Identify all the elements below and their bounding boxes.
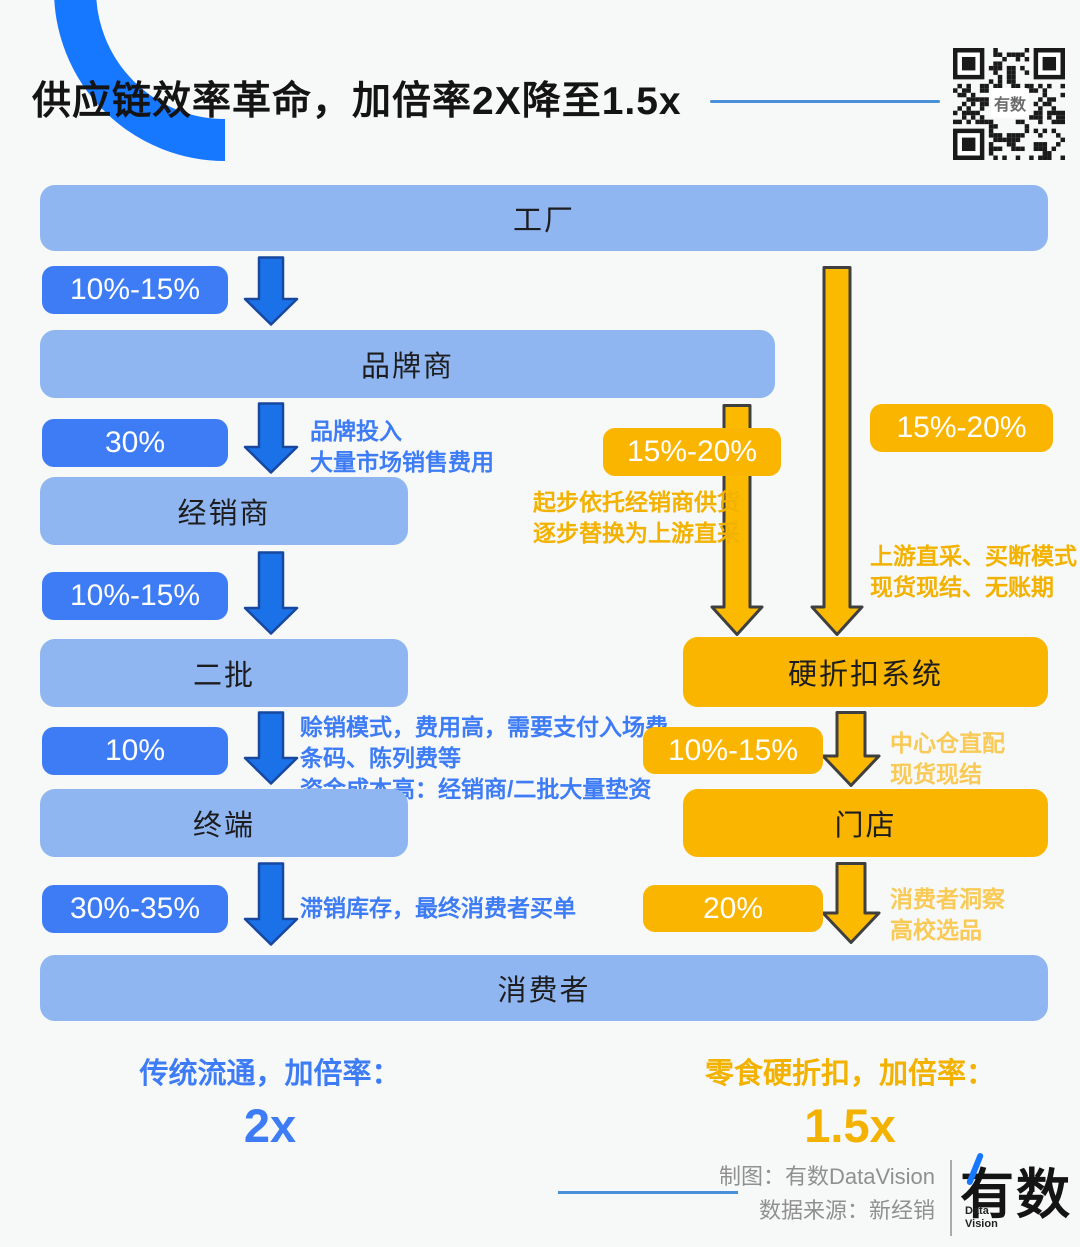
arrow-dealer-to-secondbatch [241, 551, 301, 640]
qr-code: 有数 [953, 45, 1065, 163]
footer-credits: 制图：有数DataVision 数据来源：新经销 [560, 1160, 935, 1228]
arrow-factory-to-brand [241, 256, 301, 331]
note-brand-investment: 品牌投入 大量市场销售费用 [310, 418, 494, 476]
badge-margin-2: 30% [42, 419, 228, 467]
arrow-factory-to-harddiscount [808, 266, 866, 641]
node-second-batch: 二批 [40, 639, 408, 707]
title-underline [710, 100, 940, 103]
qr-center-logo: 有数 [991, 88, 1029, 118]
arrow-secondbatch-to-terminal [241, 711, 301, 790]
summary-traditional: 传统流通，加倍率： 2x [40, 1050, 500, 1153]
badge-margin-4: 10% [42, 727, 228, 775]
note-central-warehouse: 中心仓直配 现货现结 [890, 730, 1005, 788]
corner-arc-decoration [54, 0, 280, 161]
note-unsold-inventory: 滞销库存，最终消费者买单 [300, 895, 576, 921]
note-consumer-insight: 消费者洞察 高校选品 [890, 886, 1005, 944]
brand-logo: 有数 [960, 1165, 1072, 1225]
footer-divider [950, 1160, 952, 1236]
summary-harddiscount: 零食硬折扣，加倍率： 1.5x [620, 1050, 1080, 1153]
node-dealer: 经销商 [40, 477, 408, 545]
badge-margin-1: 10%-15% [42, 266, 228, 314]
badge-margin-right-2: 15%-20% [870, 404, 1053, 452]
summary-traditional-value: 2x [243, 1099, 297, 1152]
node-hard-discount-system: 硬折扣系统 [683, 637, 1048, 707]
brand-logo-subtext: Data Vision [965, 1205, 998, 1230]
note-start-with-dealers: 起步依托经销商供货 逐步替换为上游直采 [533, 489, 740, 547]
summary-traditional-label: 传统流通，加倍率： [139, 1058, 401, 1090]
page-title: 供应链效率革命，加倍率2X降至1.5x [32, 80, 682, 123]
arrow-harddiscount-to-store [819, 711, 883, 792]
badge-margin-right-3: 10%-15% [643, 727, 823, 774]
node-consumer: 消费者 [40, 955, 1048, 1021]
source-line: 数据来源：新经销 [758, 1198, 935, 1224]
badge-margin-right-4: 20% [643, 885, 823, 932]
credit-line: 制图：有数DataVision [719, 1164, 935, 1189]
node-brand: 品牌商 [40, 330, 775, 398]
footer-rule [558, 1191, 738, 1194]
node-factory: 工厂 [40, 185, 1048, 251]
badge-margin-right-1: 15%-20% [603, 428, 781, 476]
arrow-terminal-to-consumer [241, 862, 301, 951]
arrow-brand-to-dealer [241, 402, 301, 479]
arrow-store-to-consumer [819, 862, 883, 949]
node-terminal: 终端 [40, 789, 408, 857]
summary-harddiscount-value: 1.5x [804, 1099, 896, 1152]
note-direct-procurement: 上游直采、买断模式 现货现结、无账期 [870, 543, 1077, 601]
badge-margin-3: 10%-15% [42, 572, 228, 620]
node-store: 门店 [683, 789, 1048, 857]
badge-margin-5: 30%-35% [42, 885, 228, 933]
summary-harddiscount-label: 零食硬折扣，加倍率： [704, 1058, 995, 1090]
